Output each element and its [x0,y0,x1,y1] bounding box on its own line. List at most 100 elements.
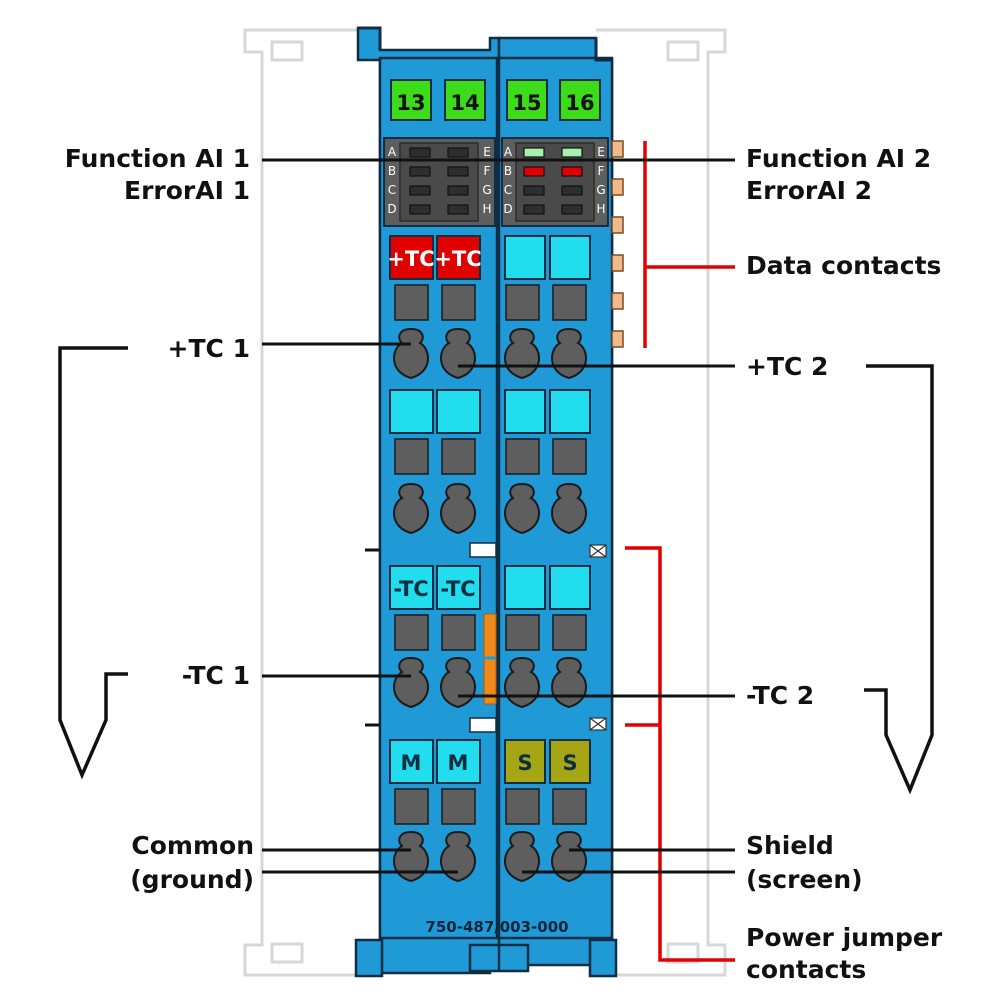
clamp-hole[interactable] [504,656,540,709]
power-jumper-slots [365,542,607,733]
led-off [447,166,469,177]
thermocouple-symbol-1 [58,346,128,780]
channel-label-13: 13 [396,91,425,115]
clamp-hole[interactable] [440,327,476,380]
label-plus-tc-2: +TC 2 [746,352,828,381]
release-slot[interactable] [552,788,587,825]
release-slot[interactable] [441,284,476,321]
led-off [523,204,545,215]
rail-outline [243,28,727,977]
led-letter-f: F [598,164,605,178]
label-power-jumper: Power jumper [746,923,943,952]
clamp-hole[interactable] [440,830,476,883]
data-contact [611,254,624,272]
channel-plate-16 [559,79,601,121]
clamp-hole[interactable] [393,830,429,883]
led-letter-f-left: F [484,164,491,178]
tag-m-2 [436,739,481,784]
channel-label-15: 15 [512,91,541,115]
tag-m-2-label: M [448,751,469,775]
led-letter-e-left: E [483,145,491,159]
led-letter-h: H [596,202,605,216]
led-error-ai-1 [523,166,545,177]
release-slot[interactable] [441,614,476,651]
tag-blank [436,389,481,434]
tag-blank [549,565,591,610]
red-callouts [625,141,735,962]
tag-blank [389,389,434,434]
led-function-ai-2 [561,147,583,158]
data-contact [611,216,624,234]
release-slot[interactable] [505,614,540,651]
led-off [447,185,469,196]
clamp-hole[interactable] [551,656,587,709]
release-slot[interactable] [552,614,587,651]
clamp-hole[interactable] [393,656,429,709]
tag-minus-tc-1-label: -TC [393,577,428,601]
led-letter-c-right: C [504,183,512,197]
channel-label-16: 16 [565,91,594,115]
release-slot[interactable] [505,284,540,321]
clamp-hole[interactable] [440,482,476,535]
release-slot[interactable] [394,438,429,475]
data-contacts [611,140,624,348]
label-plus-tc-1: +TC 1 [168,334,250,363]
channel-label-14: 14 [450,91,479,115]
clamp-hole[interactable] [393,482,429,535]
clamp-hole[interactable] [551,327,587,380]
tag-blank [549,235,591,280]
led-letter-a-right: A [504,145,513,159]
release-slot[interactable] [505,438,540,475]
led-panel-right: A B C D E F G H [501,137,609,227]
label-minus-tc-2: -TC 2 [746,681,814,710]
label-shield: Shield [746,831,834,860]
label-contacts: contacts [746,955,866,984]
clamp-hole[interactable] [504,830,540,883]
led-off [409,166,431,177]
label-function-ai-2: Function AI 2 [746,144,931,173]
clamp-hole[interactable] [440,656,476,709]
thermocouple-symbol-2 [864,364,934,795]
model-number: 750-487/003-000 [425,918,568,936]
clamp-hole[interactable] [393,327,429,380]
terminal-row-4: M M S S [389,739,591,883]
led-letter-h-left: H [482,202,491,216]
release-slot[interactable] [552,438,587,475]
release-slot[interactable] [441,438,476,475]
tag-blank [504,389,546,434]
label-data-contacts: Data contacts [746,251,941,280]
led-off [561,204,583,215]
release-slot[interactable] [394,614,429,651]
channel-plate-14 [444,79,486,121]
clamp-hole[interactable] [551,482,587,535]
led-letter-d: D [387,202,396,216]
data-contact [611,330,624,348]
clamp-hole[interactable] [504,327,540,380]
led-letter-a: A [388,145,397,159]
channel-plate-15 [506,79,548,121]
release-slot[interactable] [441,788,476,825]
clamp-hole[interactable] [551,830,587,883]
labels-right: Function AI 2 ErrorAI 2 Data contacts +T… [746,144,943,984]
led-off [409,204,431,215]
label-function-ai-1: Function AI 1 [65,144,250,173]
clamp-hole[interactable] [504,482,540,535]
tag-m-1 [389,739,434,784]
release-slot[interactable] [394,284,429,321]
release-slot[interactable] [394,788,429,825]
leader-lines [262,158,735,874]
led-letter-e: E [597,145,605,159]
led-letter-g-left: G [482,183,491,197]
release-slot[interactable] [552,284,587,321]
data-contact [611,140,624,158]
tag-minus-tc-2 [436,565,481,610]
release-slot[interactable] [505,788,540,825]
led-off [447,204,469,215]
led-off [447,147,469,158]
label-common: Common [131,831,254,860]
label-ground: (ground) [130,865,254,894]
tag-plus-tc-2-label: +TC [434,247,481,271]
tag-blank [504,565,546,610]
